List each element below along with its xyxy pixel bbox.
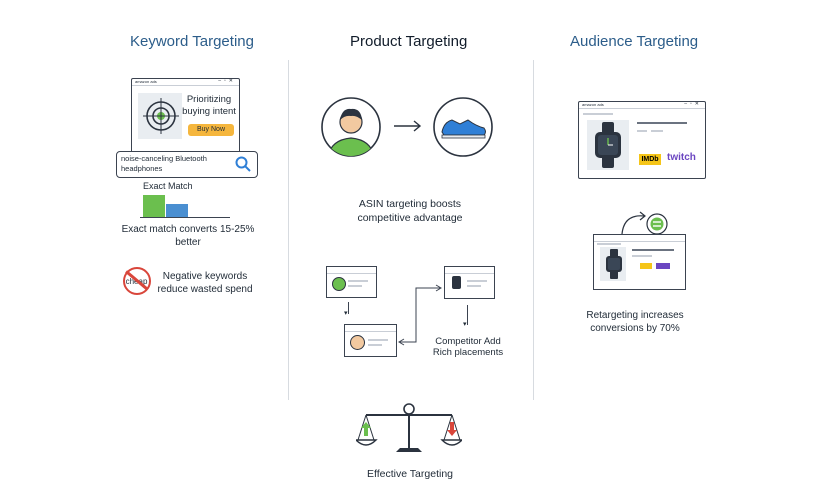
- keyword-targeting-title: Keyword Targeting: [130, 33, 254, 50]
- person-thumb-icon: [332, 277, 346, 291]
- person-avatar-icon: [321, 97, 381, 157]
- search-icon: [235, 156, 251, 172]
- balance-scale-icon: [356, 403, 462, 452]
- keyword-browser-window: amazon ads –▫✕ Prioritizing buying inten…: [131, 78, 240, 157]
- negative-keywords-caption: Negative keywords reduce wasted spend: [157, 271, 253, 295]
- browser-brand-2: amazon ads: [582, 102, 604, 107]
- no-cheap-icon: cheap: [123, 267, 151, 295]
- exact-match-bar-blue: [166, 204, 188, 217]
- shoe-product-icon: [433, 97, 493, 157]
- smartwatch-icon: [595, 122, 621, 168]
- watch-thumb-icon: [452, 276, 461, 289]
- window-controls: –▫✕: [218, 78, 236, 84]
- flow-connector-arrow: [398, 284, 442, 346]
- buy-now-button[interactable]: Buy Now: [188, 124, 234, 136]
- list-check-icon: [646, 213, 668, 235]
- exact-match-label: Exact Match: [143, 181, 193, 191]
- audience-browser-window: amazon ads –▫✕ IMDb twitch: [578, 101, 706, 179]
- browser-brand: amazon ads: [135, 79, 157, 84]
- twitch-mini: [656, 263, 670, 269]
- product-targeting-title: Product Targeting: [350, 33, 468, 50]
- audience-targeting-title: Audience Targeting: [570, 33, 699, 50]
- retargeting-caption: Retargeting increases conversions by 70%: [586, 310, 684, 334]
- twitch-logo: twitch: [667, 152, 696, 163]
- exact-match-bar-green: [143, 195, 165, 217]
- flow-window-watch: [444, 266, 495, 299]
- imdb-mini: [640, 263, 652, 269]
- imdb-logo: IMDb: [639, 154, 661, 165]
- target-icon: [143, 98, 179, 134]
- retarget-arrow-icon: [621, 211, 646, 235]
- competitor-caption: Competitor Add Rich placements: [432, 336, 504, 358]
- asin-caption: ASIN targeting boosts competitive advant…: [357, 198, 463, 224]
- divider-right: [533, 60, 534, 400]
- priority-text: Prioritizing buying intent: [182, 94, 236, 117]
- search-query: noise-canceling Bluetooth headphones: [121, 154, 207, 173]
- flow-arrow-down-2: [467, 305, 468, 325]
- flow-window-face: [344, 324, 397, 357]
- exact-match-baseline: [140, 217, 230, 218]
- exact-match-caption: Exact match converts 15-25% better: [121, 224, 255, 248]
- arrow-right-icon: [394, 120, 422, 132]
- flow-window-person: [326, 266, 377, 298]
- smartwatch-icon-2: [606, 249, 622, 279]
- search-box[interactable]: noise-canceling Bluetooth headphones: [116, 151, 258, 178]
- flow-arrow-down-1: [348, 302, 349, 314]
- divider-left: [288, 60, 289, 400]
- retarget-browser-window: [593, 234, 686, 290]
- face-thumb-icon: [350, 335, 365, 350]
- effective-targeting-label: Effective Targeting: [367, 468, 453, 480]
- window-controls-2: –▫✕: [684, 101, 702, 107]
